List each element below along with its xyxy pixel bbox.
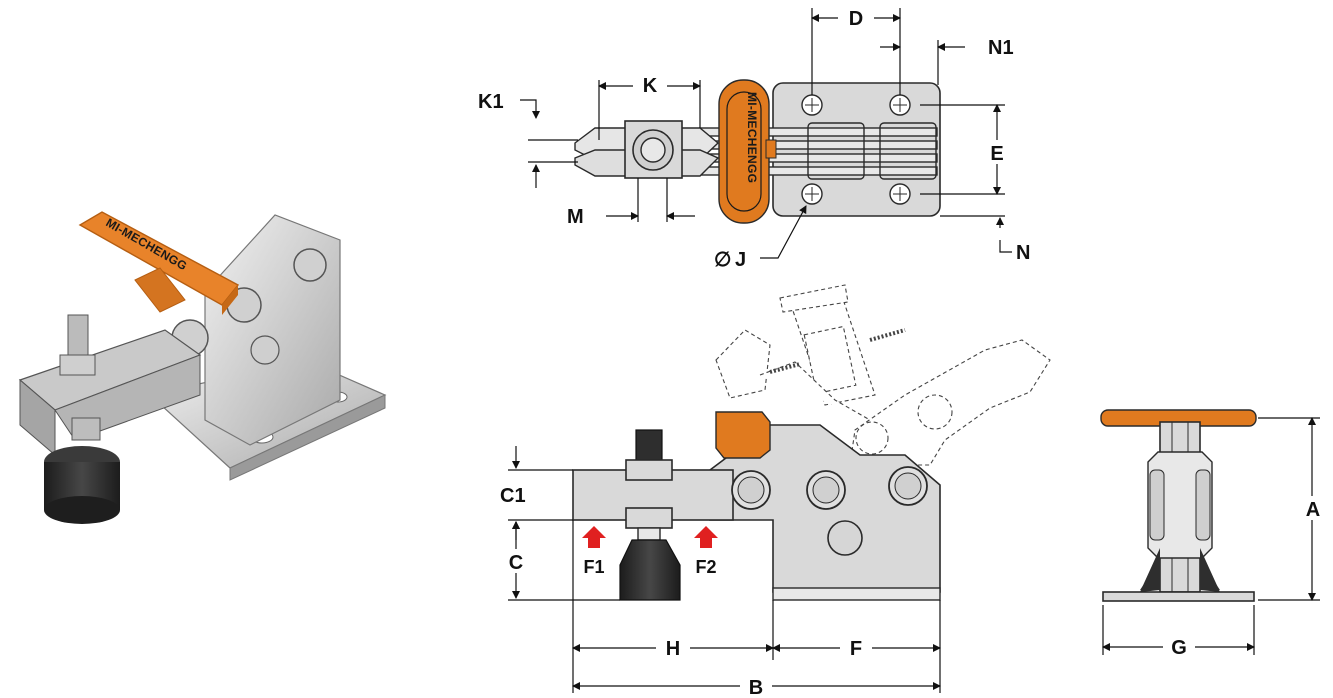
dimension-K-label: K: [643, 75, 658, 97]
dimension-E-label: E: [990, 143, 1003, 165]
force-F1-arrow: [582, 526, 606, 548]
force-arrows: F1 F2: [582, 526, 718, 577]
mounting-hole: [889, 183, 911, 205]
dimension-A-label: A: [1306, 499, 1320, 521]
mounting-hole: [801, 183, 823, 205]
dimension-N1-label: N1: [988, 37, 1014, 59]
clamp-3d-render: MI-MECHENGG: [18, 211, 387, 524]
dimension-C1-label: C1: [500, 485, 526, 507]
end-view-dimensions: A G: [1102, 417, 1328, 659]
dimension-K1-label: K1: [478, 91, 504, 113]
dimension-C-label: C: [509, 552, 523, 574]
dimension-N-label: N: [1016, 242, 1030, 264]
dimension-B-label: B: [749, 677, 763, 698]
end-view: [1100, 409, 1257, 602]
dimension-J-label: J: [735, 249, 746, 271]
open-position-ghost: [715, 284, 1051, 466]
top-view: MI-MECHENGG: [574, 79, 941, 224]
top-view-dimensions: D N1 K K1 E M ∅ J: [478, 5, 1030, 271]
dimension-M-label: M: [567, 206, 584, 228]
dimension-H-label: H: [666, 638, 680, 660]
force-F2-label: F2: [695, 557, 716, 577]
force-F1-label: F1: [583, 557, 604, 577]
dimension-G-label: G: [1171, 637, 1187, 659]
side-view-dimensions: C1 C H F B: [500, 446, 941, 698]
mounting-hole: [801, 94, 823, 116]
dimension-J-symbol: ∅: [714, 249, 731, 271]
dimension-F-label: F: [850, 638, 862, 660]
side-view: [572, 284, 1051, 601]
top-view-logo-text: MI-MECHENGG: [745, 92, 759, 183]
dimension-D-label: D: [849, 8, 863, 30]
force-F2-arrow: [694, 526, 718, 548]
mounting-hole: [889, 94, 911, 116]
